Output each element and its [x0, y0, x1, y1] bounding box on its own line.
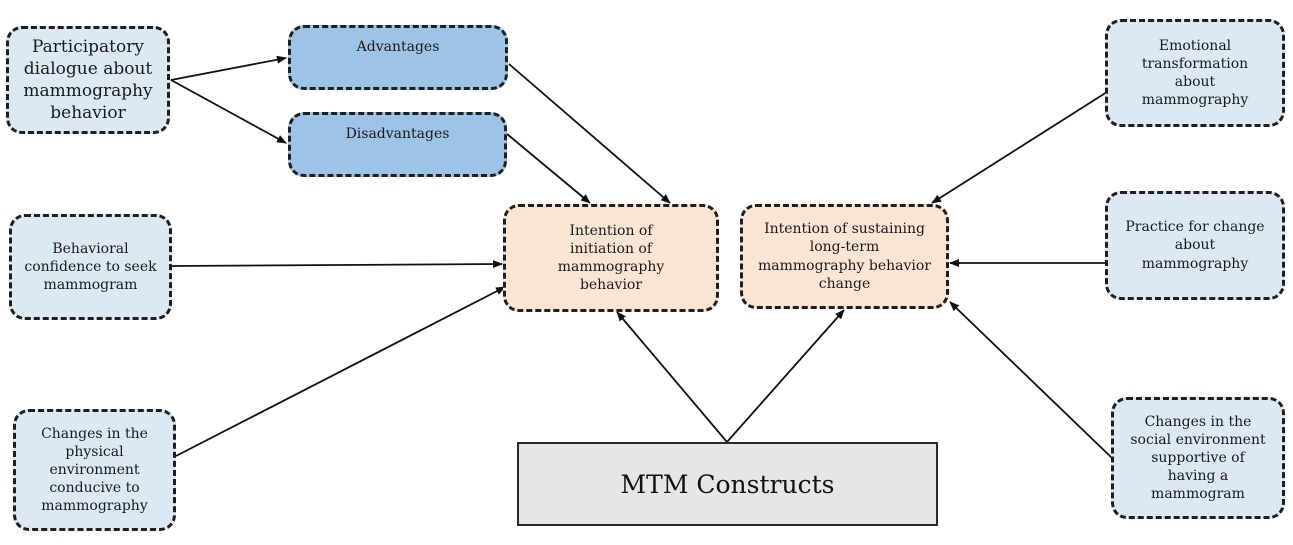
node-practice-for-change: Practice for change about mammography	[1105, 191, 1285, 300]
node-emotional-transformation-label: Emotional transformation about mammograp…	[1141, 37, 1249, 109]
arrow-mtm-to-intention-sustaining	[726, 309, 845, 443]
node-changes-physical-environment: Changes in the physical environment cond…	[13, 409, 176, 531]
node-changes-physical-environment-label: Changes in the physical environment cond…	[41, 425, 148, 515]
arrow-confidence-to-intention-initiation	[171, 260, 503, 269]
arrow-social-to-intention-sustaining	[949, 301, 1113, 459]
arrow-emotional-to-intention-sustaining	[931, 91, 1108, 204]
node-disadvantages-label: Disadvantages	[345, 126, 450, 142]
arrow-disadvantages-to-intention-initiation	[506, 133, 591, 204]
arrow-participatory-to-advantages	[170, 55, 287, 81]
node-advantages-label: Advantages	[356, 39, 440, 55]
arrow-participatory-to-disadvantages	[170, 79, 287, 144]
node-disadvantages: Disadvantages	[288, 112, 507, 177]
node-intention-sustaining-label: Intention of sustaining long-term mammog…	[757, 221, 932, 292]
arrow-physical-to-intention-initiation	[175, 286, 506, 457]
node-mtm-constructs-label: MTM Constructs	[620, 469, 835, 499]
node-intention-sustaining: Intention of sustaining long-term mammog…	[740, 204, 949, 309]
node-practice-for-change-label: Practice for change about mammography	[1125, 219, 1265, 272]
node-mtm-constructs: MTM Constructs	[517, 442, 938, 526]
node-changes-social-environment-label: Changes in the social environment suppor…	[1130, 413, 1266, 503]
node-advantages: Advantages	[288, 25, 508, 90]
node-intention-initiation-label: Intention of initiation of mammography b…	[557, 222, 665, 294]
node-participatory-dialogue-label: Participatory dialogue about mammography…	[23, 36, 153, 124]
node-participatory-dialogue: Participatory dialogue about mammography…	[6, 26, 170, 134]
arrow-mtm-to-intention-initiation	[616, 311, 728, 443]
node-emotional-transformation: Emotional transformation about mammograp…	[1105, 19, 1285, 127]
node-behavioral-confidence-label: Behavioral confidence to seek mammogram	[24, 240, 157, 294]
node-changes-social-environment: Changes in the social environment suppor…	[1111, 397, 1285, 519]
node-behavioral-confidence: Behavioral confidence to seek mammogram	[9, 214, 172, 320]
arrow-advantages-to-intention-initiation	[508, 63, 671, 204]
node-intention-initiation: Intention of initiation of mammography b…	[503, 204, 719, 312]
